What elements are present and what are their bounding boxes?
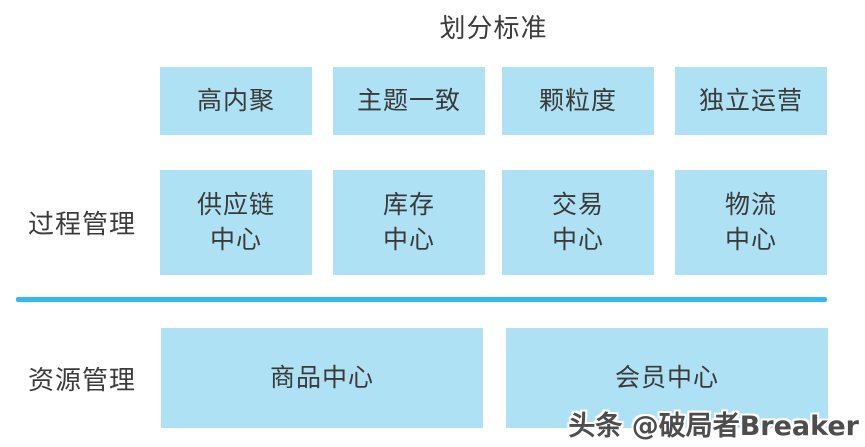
watermark: 头条 @破局者Breaker bbox=[568, 411, 859, 442]
criteria-box-independent-operation: 独立运营 bbox=[675, 67, 827, 135]
process-box-inventory-center: 库存 中心 bbox=[333, 170, 485, 275]
process-management-label: 过程管理 bbox=[28, 210, 137, 240]
criteria-box-granularity: 颗粒度 bbox=[502, 67, 654, 135]
process-box-transaction-center: 交易 中心 bbox=[502, 170, 654, 275]
section-divider bbox=[16, 297, 827, 302]
resource-box-product-center: 商品中心 bbox=[161, 328, 483, 428]
process-box-logistics-center: 物流 中心 bbox=[675, 170, 827, 275]
criteria-box-high-cohesion: 高内聚 bbox=[160, 67, 312, 135]
diagram-title: 划分标准 bbox=[439, 14, 548, 44]
process-box-supply-chain-center: 供应链 中心 bbox=[160, 170, 312, 275]
resource-box-member-center: 会员中心 bbox=[506, 328, 828, 428]
criteria-box-consistent-theme: 主题一致 bbox=[333, 67, 485, 135]
resource-management-label: 资源管理 bbox=[28, 365, 137, 396]
